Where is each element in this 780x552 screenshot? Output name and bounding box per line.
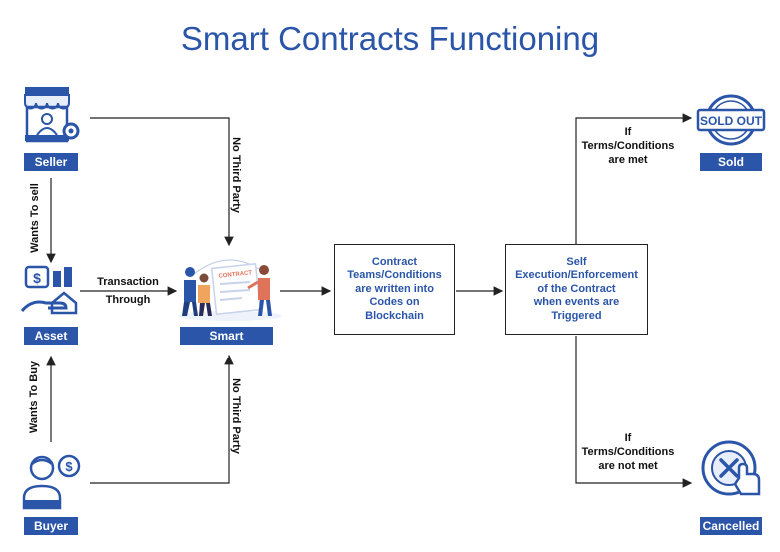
svg-text:$: $ (65, 459, 73, 474)
sold-label: Sold (700, 153, 762, 171)
if-not-met-line: Terms/Conditions (581, 446, 675, 458)
asset-label: Asset (24, 327, 78, 345)
if-met-line: Terms/Conditions (581, 140, 675, 152)
contract-box: Contract Teams/Conditions are written in… (334, 244, 455, 335)
sold-out-stamp-icon: SOLD OUT (696, 94, 766, 146)
wants-to-sell-text: Wants To sell (29, 183, 41, 253)
if-not-met-line: are not met (598, 460, 658, 472)
if-not-met-line: If (624, 432, 632, 444)
edge-buyer-smart (90, 354, 234, 484)
contract-box-line: Blockchain (365, 309, 424, 322)
execution-box-line: Execution/Enforcement (515, 269, 638, 282)
execution-box-line: when events are (533, 296, 620, 309)
execution-box-line: Self (566, 255, 587, 268)
diagram-title: Smart Contracts Functioning (180, 20, 600, 57)
smart-contract-people-illustration: CONTRACT (178, 259, 282, 321)
edge-execution-sold (575, 113, 693, 244)
through-line: Through (105, 294, 151, 306)
buyer-dollar-icon: $ (22, 454, 81, 510)
edge-execution-cancelled (575, 336, 693, 488)
transaction-line: Transaction (97, 276, 159, 288)
seller-label: Seller (24, 153, 78, 171)
if-met-line: If (624, 126, 632, 138)
edge-seller-smart (90, 117, 234, 247)
no-third-party-top-text: No Third Party (230, 137, 242, 213)
asset-money-house-icon: $ (20, 265, 78, 315)
contract-box-line: are written into (355, 282, 434, 295)
sold-out-stamp-text: SOLD OUT (700, 114, 763, 128)
no-third-party-bottom-text: No Third Party (230, 378, 242, 454)
contract-box-line: Codes on (369, 296, 420, 309)
contract-document-text: CONTRACT (218, 270, 252, 280)
cancelled-label: Cancelled (700, 517, 762, 535)
if-met-text: If Terms/Conditions are met (574, 125, 682, 167)
if-not-met-text: If Terms/Conditions are not met (574, 431, 682, 473)
buyer-label: Buyer (24, 517, 78, 535)
svg-text:$: $ (33, 270, 41, 286)
smart-contracts-label: Smart Contracts (180, 327, 273, 361)
contract-box-line: Teams/Conditions (347, 269, 442, 282)
execution-box: Self Execution/Enforcement of the Contra… (505, 244, 648, 335)
transaction-through-text: Transaction Through (86, 275, 170, 307)
execution-box-line: Triggered (551, 309, 602, 322)
storefront-seller-icon (24, 87, 80, 143)
if-met-line: are met (608, 154, 648, 166)
cancel-x-hand-icon (701, 440, 761, 496)
contract-box-line: Contract (371, 255, 418, 268)
wants-to-buy-text: Wants To Buy (28, 360, 40, 434)
execution-box-line: of the Contract (537, 282, 616, 295)
